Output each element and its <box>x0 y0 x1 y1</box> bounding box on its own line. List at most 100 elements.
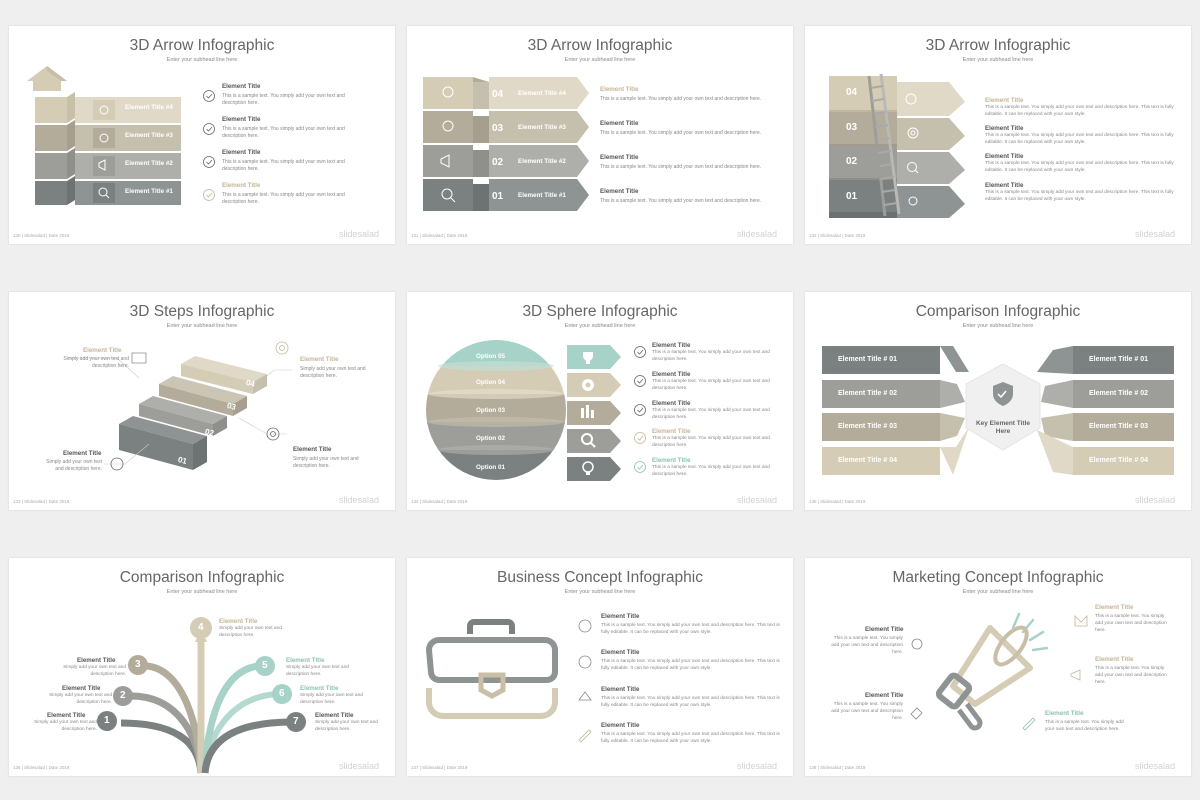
slide-3d-arrow-1[interactable]: 3D Arrow Infographic Enter your subhead … <box>9 26 395 244</box>
item-title: Element Title <box>600 120 639 127</box>
node-4: 4 <box>198 622 204 633</box>
slide-title: 3D Arrow Infographic <box>527 37 673 54</box>
item-body: This is a sample text. You simply add yo… <box>985 161 1174 173</box>
row-label-2: Element Title #2 <box>518 158 566 165</box>
item-title: Element Title <box>985 125 1024 132</box>
slide-title: Comparison Infographic <box>915 303 1081 320</box>
slide-comparison-2[interactable]: Comparison Infographic Enter your subhea… <box>9 558 395 776</box>
slide-subhead: Enter your subhead line here <box>564 57 636 63</box>
row-number-2: 02 <box>492 157 504 168</box>
item-body: This is a sample text. You simply add yo… <box>985 105 1174 117</box>
option-5: Option 05 <box>476 353 506 360</box>
item-title: Element Title <box>865 626 904 633</box>
row-label-2: Element Title #2 <box>125 160 173 167</box>
item-title: Element Title <box>600 154 639 161</box>
brand-watermark: slidesalad <box>338 229 379 239</box>
key-element-label: Key Element Title Here <box>975 420 1031 435</box>
node-3: 3 <box>135 659 141 670</box>
slide-3d-steps[interactable]: 3D Steps Infographic Enter your subhead … <box>9 292 395 510</box>
item-body: Simply add your own text and description… <box>219 626 282 638</box>
left-label-1: Element Title # 01 <box>838 356 898 363</box>
item-title: Element Title <box>601 649 640 656</box>
ladder-arrow-graphic <box>829 73 965 218</box>
slide-footer: 130 | Slidesalad | Date 2019 <box>13 233 70 238</box>
item-title: Element Title <box>47 712 86 719</box>
item-title: Element Title <box>1095 656 1134 663</box>
brand-watermark: slidesalad <box>1134 495 1175 505</box>
item-title: Element Title <box>222 182 261 189</box>
row-label-3: Element Title #3 <box>518 124 566 131</box>
item-title: Element Title <box>985 153 1024 160</box>
item-title: Element Title <box>601 722 640 729</box>
row-label-1: Element Title #1 <box>125 188 173 195</box>
right-label-3: Element Title # 03 <box>1089 423 1149 430</box>
slide-business-concept[interactable]: Business Concept Infographic Enter your … <box>407 558 793 776</box>
row-number-4: 04 <box>492 89 504 100</box>
item-title: Element Title <box>601 613 640 620</box>
steps-graphic <box>67 341 292 471</box>
item-body: This is a sample text. You simply add yo… <box>601 696 780 708</box>
slide-subhead: Enter your subhead line here <box>166 589 238 595</box>
item-title: Element Title <box>652 457 691 464</box>
item-title: Element Title <box>300 685 339 692</box>
item-body: This is a sample text. You simply add yo… <box>985 133 1174 145</box>
item-title: Element Title <box>985 182 1024 189</box>
item-title: Element Title <box>652 342 691 349</box>
item-body: This is a sample text. You simply add yo… <box>652 350 770 362</box>
arrow-stack-graphic <box>27 66 215 205</box>
slide-footer: 137 | Slidesalad | Date 2019 <box>411 765 468 770</box>
slide-footer: 138 | Slidesalad | Date 2019 <box>809 765 866 770</box>
slide-comparison-1[interactable]: Comparison Infographic Enter your subhea… <box>805 292 1191 510</box>
megaphone-graphic <box>910 612 1088 731</box>
row-number-3: 03 <box>846 122 858 133</box>
node-2: 2 <box>120 690 126 701</box>
item-title: Element Title <box>222 83 261 90</box>
row-label-4: Element Title #4 <box>125 104 173 111</box>
slide-title: 3D Arrow Infographic <box>129 37 275 54</box>
item-body: This is a sample text. You simply add yo… <box>222 159 345 172</box>
arrow-tree-graphic <box>97 617 306 774</box>
slide-marketing-concept[interactable]: Marketing Concept Infographic Enter your… <box>805 558 1191 776</box>
slide-3d-arrow-2[interactable]: 3D Arrow Infographic Enter your subhead … <box>407 26 793 244</box>
node-5: 5 <box>262 660 268 671</box>
item-body: Simply add your own text and description… <box>300 366 366 379</box>
item-title: Element Title <box>219 618 258 625</box>
slide-title: 3D Sphere Infographic <box>522 303 678 320</box>
item-title: Element Title <box>63 450 102 457</box>
item-body: This is a sample text. You simply add yo… <box>222 192 345 205</box>
briefcase-graphic <box>425 619 592 743</box>
item-body: This is a sample text. You simply add yo… <box>222 93 345 106</box>
right-label-2: Element Title # 02 <box>1089 390 1149 397</box>
slide-footer: 132 | Slidesalad | Date 2019 <box>809 233 866 238</box>
item-body: Simply add your own text and description… <box>34 720 97 732</box>
item-title: Element Title <box>600 86 639 93</box>
item-body: This is a sample text. You simply add yo… <box>600 96 762 102</box>
item-title: Element Title <box>652 400 691 407</box>
right-label-1: Element Title # 01 <box>1089 356 1149 363</box>
row-number-4: 04 <box>846 87 858 98</box>
row-label-4: Element Title #4 <box>518 90 566 97</box>
slide-3d-sphere[interactable]: 3D Sphere Infographic Enter your subhead… <box>407 292 793 510</box>
item-body: This is a sample text. You simply add yo… <box>831 636 903 655</box>
slide-subhead: Enter your subhead line here <box>962 323 1034 329</box>
slide-subhead: Enter your subhead line here <box>166 57 238 63</box>
slide-subhead: Enter your subhead line here <box>564 323 636 329</box>
slide-subhead: Enter your subhead line here <box>166 323 238 329</box>
item-body: This is a sample text. You simply add yo… <box>652 379 770 391</box>
item-body: Simply add your own text and description… <box>49 693 112 705</box>
slide-title: Marketing Concept Infographic <box>892 569 1104 586</box>
item-body: This is a sample text. You simply add yo… <box>601 623 780 635</box>
row-number-3: 03 <box>492 123 504 134</box>
slide-3d-arrow-3[interactable]: 3D Arrow Infographic Enter your subhead … <box>805 26 1191 244</box>
row-number-1: 01 <box>492 191 504 202</box>
item-title: Element Title <box>652 371 691 378</box>
comparison-bars-graphic <box>822 346 1174 475</box>
slide-title: Comparison Infographic <box>119 569 285 586</box>
item-body: This is a sample text. You simply add yo… <box>652 408 770 420</box>
brand-watermark: slidesalad <box>338 761 379 771</box>
slide-title: Business Concept Infographic <box>497 569 703 586</box>
left-label-2: Element Title # 02 <box>838 390 898 397</box>
item-body: This is a sample text. You simply add yo… <box>1095 614 1167 633</box>
slide-footer: 131 | Slidesalad | Date 2019 <box>411 233 468 238</box>
item-body: Simply add your own text and description… <box>63 356 129 369</box>
